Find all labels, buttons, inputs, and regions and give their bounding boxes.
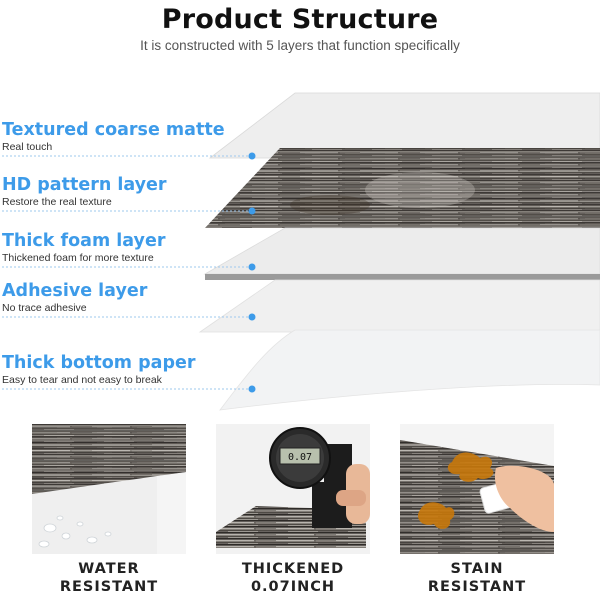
layer-label-foam: Thick foam layer Thickened foam for more… (2, 231, 165, 264)
caption-line: STAIN (450, 561, 504, 577)
caption-line: THICKENED 0.07INCH (241, 561, 345, 595)
feature-caption-thickness: THICKENED 0.07INCH (198, 560, 388, 596)
thickness-gauge-image: 0.07 (216, 424, 370, 554)
leader-dot (248, 385, 256, 393)
layer-desc: Thickened foam for more texture (2, 252, 154, 264)
layer-desc: No trace adhesive (2, 302, 87, 314)
page-title: Product Structure (161, 4, 439, 35)
feature-caption-stain: STAIN RESISTANT (382, 560, 572, 596)
layer-stack-illustration (2, 92, 600, 411)
layer-name: HD pattern layer (2, 175, 167, 195)
page-subtitle: It is constructed with 5 layers that fun… (140, 38, 460, 53)
layer-desc: Easy to tear and not easy to break (2, 374, 162, 386)
stain-resistant-image (400, 424, 554, 554)
layer-adhesive-sheet (198, 279, 600, 333)
layer-label-matte: Textured coarse matte Real touch (2, 120, 225, 153)
leader-dot (248, 152, 256, 160)
layer-paper-sheet (219, 329, 600, 411)
feature-caption-water: WATER RESISTANT (14, 560, 204, 596)
stain-splash-icon (447, 452, 494, 482)
caption-line: RESISTANT (427, 579, 527, 595)
leader-dot (248, 313, 256, 321)
water-resistant-image (32, 424, 186, 554)
layer-name: Textured coarse matte (2, 120, 225, 140)
layer-desc: Real touch (2, 141, 53, 153)
layer-name: Adhesive layer (2, 281, 148, 301)
layer-name: Thick bottom paper (2, 353, 196, 373)
layer-desc: Restore the real texture (2, 196, 112, 208)
leader-dot (248, 207, 256, 215)
leader-dot (248, 263, 256, 271)
water-droplet-icon (38, 515, 112, 548)
caption-line: WATER (78, 561, 140, 577)
layer-foam-sheet (203, 227, 600, 275)
layer-label-pattern: HD pattern layer Restore the real textur… (2, 175, 167, 208)
layer-label-adhesive: Adhesive layer No trace adhesive (2, 281, 147, 314)
layer-label-paper: Thick bottom paper Easy to tear and not … (2, 353, 196, 386)
gauge-reading: 0.07 (288, 452, 312, 463)
caption-line: RESISTANT (59, 579, 159, 595)
layer-name: Thick foam layer (2, 231, 166, 251)
